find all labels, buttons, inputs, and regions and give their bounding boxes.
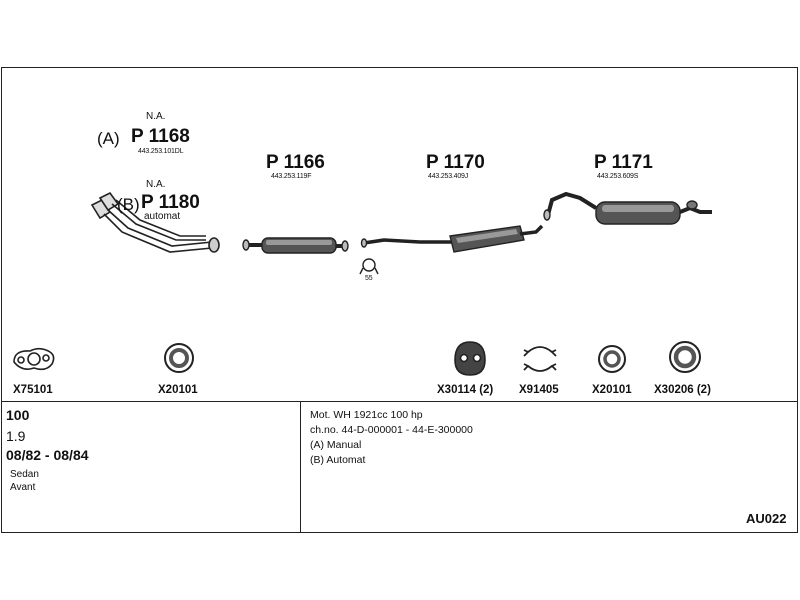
vehicle-body-sedan: Sedan — [10, 469, 39, 480]
spec-engine: Mot. WH 1921cc 100 hp — [310, 409, 423, 421]
divider-vertical — [300, 401, 301, 533]
p1180-number: P 1180 — [141, 192, 200, 213]
gasket-flange-icon — [13, 347, 55, 371]
p1170-number: P 1170 — [426, 152, 485, 173]
spec-automat: (B) Automat — [310, 454, 366, 466]
ring-gasket-icon — [598, 345, 626, 373]
vehicle-model: 100 — [6, 407, 30, 423]
diagram-reference: AU022 — [746, 511, 787, 526]
p1180-sub: automat — [144, 211, 181, 222]
p1180-note: N.A. — [146, 179, 166, 190]
vehicle-years: 08/82 - 08/84 — [6, 447, 89, 463]
accessory-code: X75101 — [13, 384, 53, 396]
clamp-icon — [523, 346, 557, 372]
p1166-number: P 1166 — [266, 152, 325, 173]
p1171-ref: 443.253.609S — [597, 173, 639, 180]
accessory-code: X20101 — [592, 384, 632, 396]
accessory-code: X91405 — [519, 384, 559, 396]
p1170-ref: 443.253.409J — [428, 173, 469, 180]
diagram-frame — [1, 67, 798, 533]
p1171-number: P 1171 — [594, 152, 653, 173]
spec-chassis: ch.no. 44-D-000001 - 44-E-300000 — [310, 424, 473, 436]
front-pipe-drawing — [90, 191, 220, 253]
p1168-ref: 443.253.101DL — [138, 148, 184, 155]
front-silencer-drawing — [242, 237, 349, 254]
p1168-number: P 1168 — [131, 126, 190, 147]
p1168-prefix: (A) — [97, 129, 120, 148]
middle-silencer-drawing — [360, 224, 544, 253]
vehicle-body-avant: Avant — [10, 482, 36, 493]
accessory-code: X20101 — [158, 384, 198, 396]
divider-horizontal — [1, 401, 798, 402]
vehicle-engine: 1.9 — [6, 428, 26, 444]
rear-silencer-drawing — [543, 191, 712, 225]
rubber-mount-icon — [454, 341, 486, 376]
p1166-ref: 443.253.119F — [271, 173, 312, 180]
spec-manual: (A) Manual — [310, 439, 362, 451]
clamp-55-label: 55 — [365, 275, 373, 282]
accessory-code: X30206 (2) — [654, 384, 711, 396]
ring-gasket-icon — [164, 343, 194, 373]
ring-gasket-icon — [669, 341, 701, 373]
accessory-code: X30114 (2) — [437, 384, 494, 396]
clamp-55-drawing — [359, 258, 379, 275]
p1168-note: N.A. — [146, 111, 166, 122]
p1180-prefix: (B) — [117, 195, 140, 214]
